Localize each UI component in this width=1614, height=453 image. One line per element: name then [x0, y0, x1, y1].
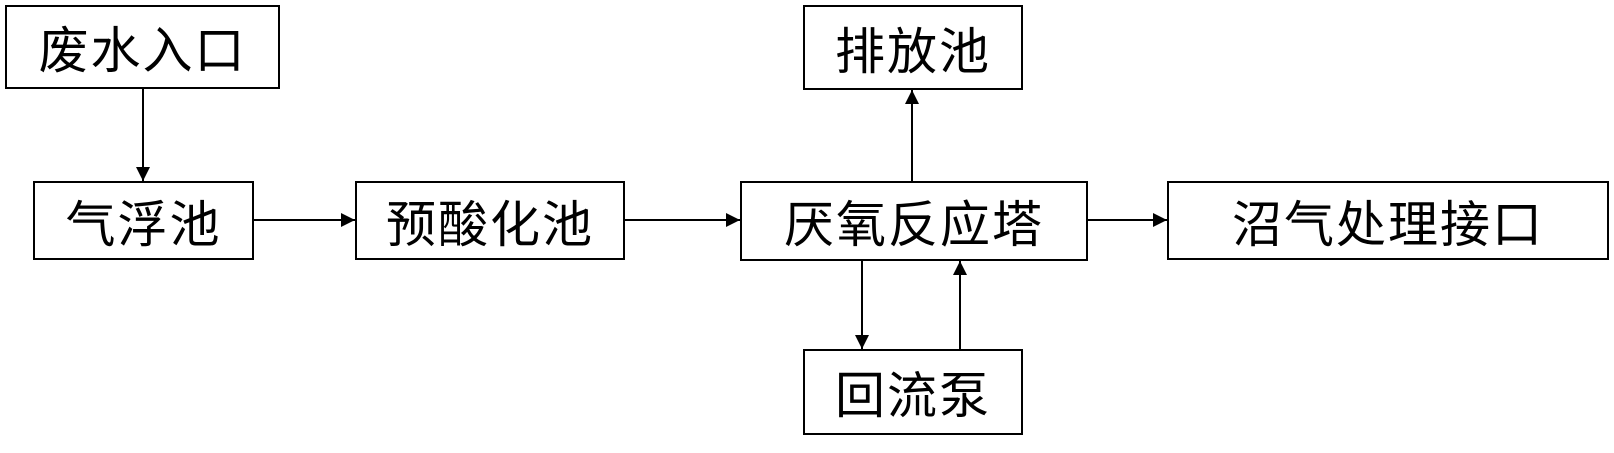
node-discharge: 排放池	[803, 5, 1023, 90]
node-inlet: 废水入口	[5, 5, 280, 89]
node-pump: 回流泵	[803, 349, 1023, 435]
node-biogas: 沼气处理接口	[1167, 181, 1609, 260]
node-preacid: 预酸化池	[355, 181, 625, 260]
node-flotation: 气浮池	[33, 181, 254, 260]
node-anaerobic: 厌氧反应塔	[740, 181, 1088, 261]
